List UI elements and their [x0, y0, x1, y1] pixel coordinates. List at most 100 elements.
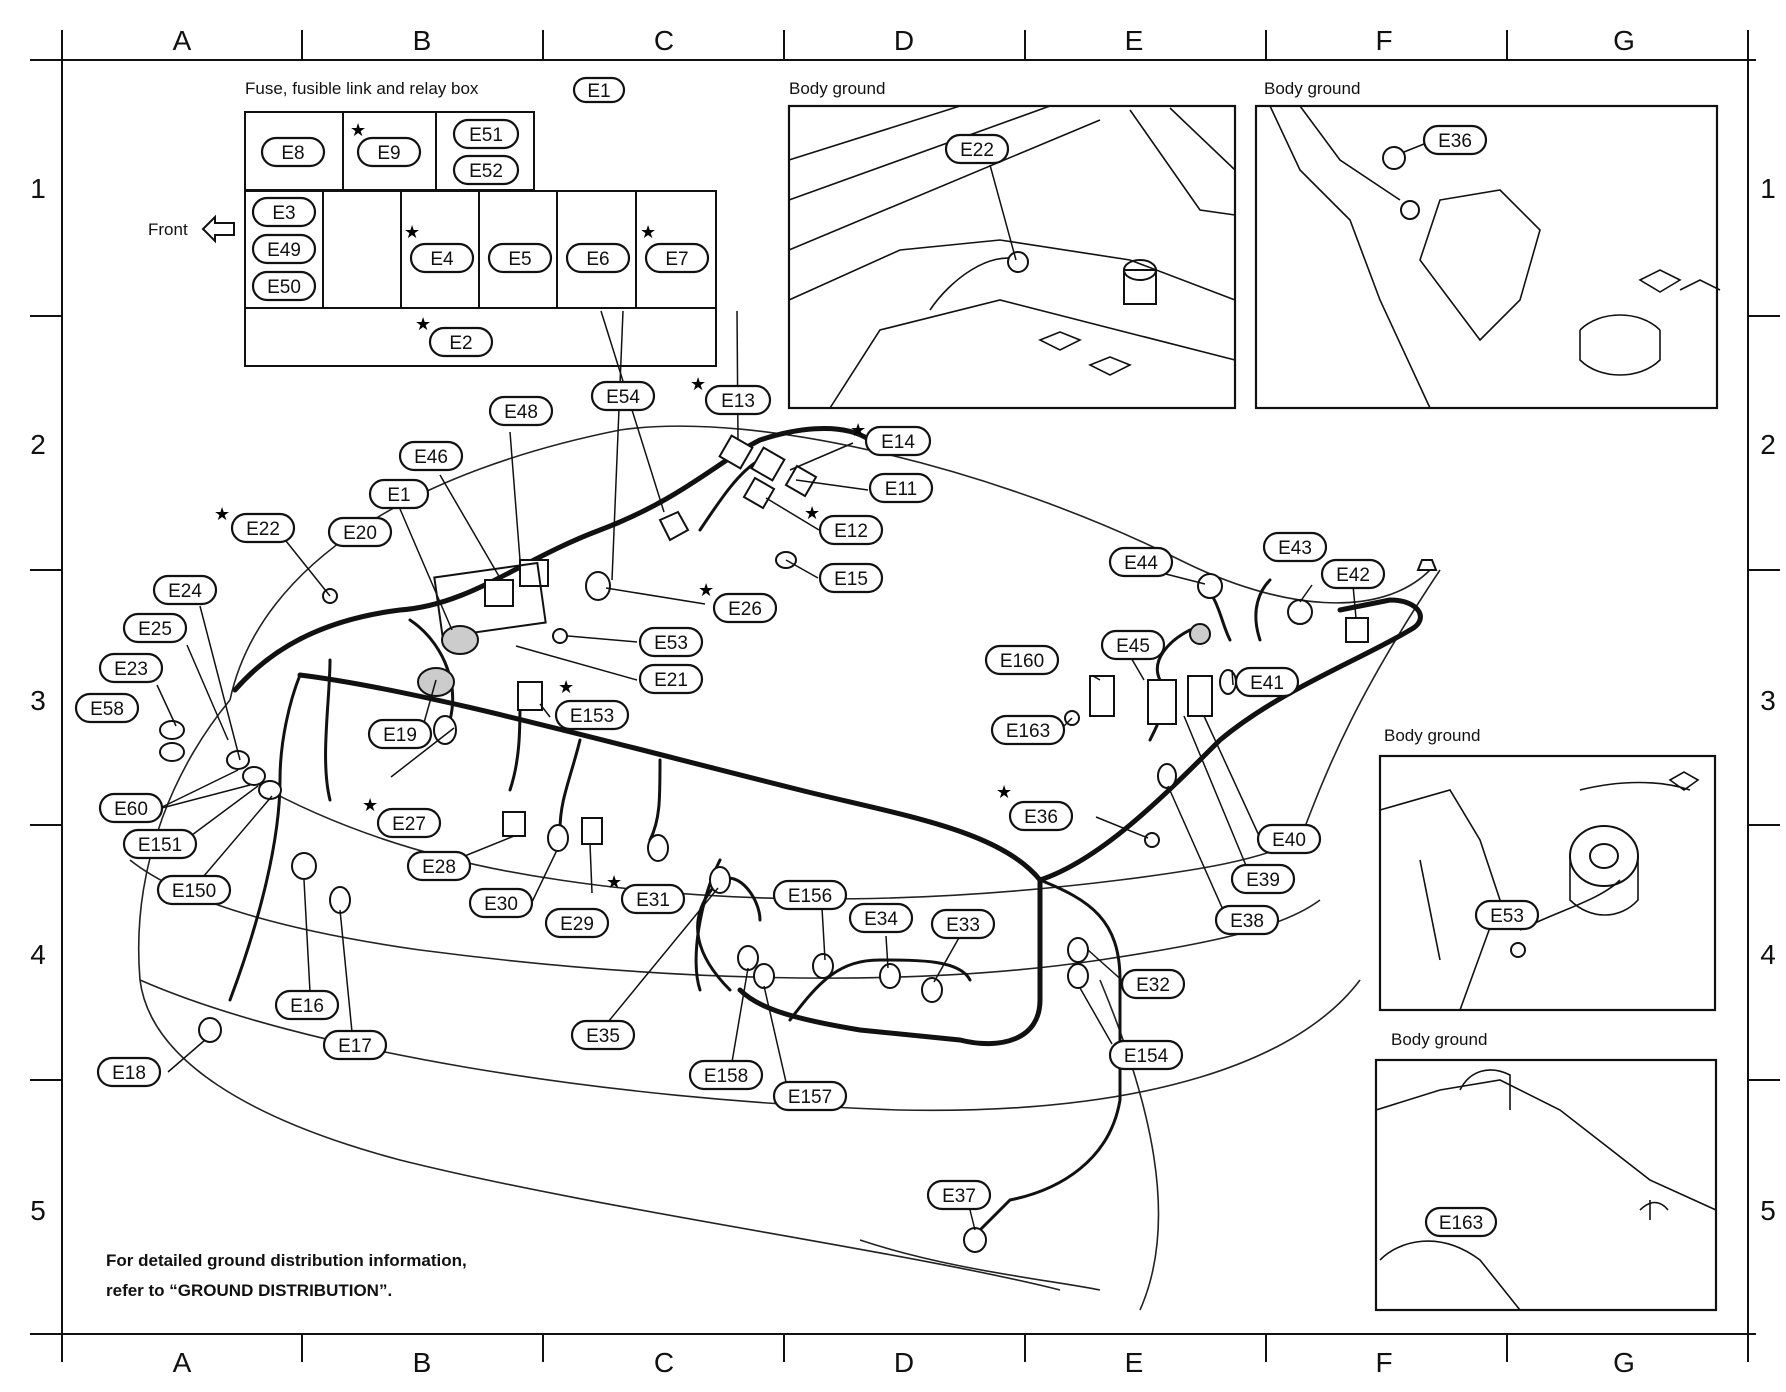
col-footer-g: G — [1613, 1347, 1635, 1378]
svg-text:E153: E153 — [570, 706, 614, 727]
svg-text:E58: E58 — [90, 699, 124, 720]
svg-text:E13: E13 — [721, 391, 755, 412]
svg-text:★: ★ — [996, 782, 1012, 802]
col-header-f: F — [1375, 25, 1392, 56]
svg-text:★: ★ — [415, 314, 431, 334]
svg-text:E24: E24 — [168, 581, 202, 602]
svg-text:E34: E34 — [864, 909, 898, 930]
photo-label-f1-pill — [1422, 124, 1488, 156]
connector-e153: ★ E153 — [554, 677, 630, 731]
svg-text:E37: E37 — [942, 1186, 976, 1207]
connector-e33: E33 — [930, 908, 996, 940]
photo-label-g4: E163 — [1439, 1213, 1483, 1234]
svg-text:E26: E26 — [728, 599, 762, 620]
connector-e26: ★ E26 — [698, 580, 778, 624]
connector-e1: E1 — [368, 478, 430, 510]
photo-label-g3-pill — [1474, 899, 1540, 931]
svg-text:★: ★ — [804, 503, 820, 523]
svg-text:★: ★ — [404, 222, 420, 242]
svg-text:E15: E15 — [834, 569, 868, 590]
svg-text:E158: E158 — [704, 1066, 748, 1087]
svg-text:E150: E150 — [172, 881, 216, 902]
svg-text:E160: E160 — [1000, 651, 1044, 672]
svg-text:E32: E32 — [1136, 975, 1170, 996]
row-footer-4: 4 — [1760, 939, 1776, 970]
connector-e23: E23 — [98, 652, 164, 684]
connector-e150: E150 — [156, 874, 232, 906]
connector-e29: E29 — [544, 907, 610, 939]
svg-text:★: ★ — [640, 222, 656, 242]
svg-text:E18: E18 — [112, 1063, 146, 1084]
row-header-2: 2 — [30, 429, 46, 460]
svg-text:E22: E22 — [246, 519, 280, 540]
svg-text:E40: E40 — [1272, 830, 1306, 851]
note-line-1: For detailed ground distribution informa… — [106, 1251, 467, 1270]
svg-text:E151: E151 — [138, 835, 182, 856]
svg-text:E35: E35 — [586, 1026, 620, 1047]
photo-inset-f1: Body ground E36 — [1254, 79, 1721, 410]
svg-text:E2: E2 — [449, 333, 472, 354]
connector-e11: E11 — [868, 472, 934, 504]
svg-text:E48: E48 — [504, 402, 538, 423]
svg-text:E60: E60 — [114, 799, 148, 820]
svg-text:E54: E54 — [606, 387, 640, 408]
svg-text:E23: E23 — [114, 659, 148, 680]
row-headers-right: 1 2 3 4 5 — [1760, 173, 1776, 1226]
connector-e40: E40 — [1256, 823, 1322, 855]
svg-text:★: ★ — [558, 677, 574, 697]
connector-e15: E15 — [818, 562, 884, 594]
connector-e13: ★ E13 — [690, 374, 772, 416]
fuse-cell-e7: ★ E7 — [640, 222, 710, 274]
connector-e43: E43 — [1262, 531, 1328, 563]
svg-text:E12: E12 — [834, 521, 868, 542]
svg-text:★: ★ — [698, 580, 714, 600]
row-header-3: 3 — [30, 685, 46, 716]
connector-e37: E37 — [926, 1179, 992, 1211]
row-header-4: 4 — [30, 939, 46, 970]
fuse-cell-e8: E8 — [260, 136, 326, 168]
fuse-cell-e4: ★ E4 — [404, 222, 475, 274]
svg-text:E25: E25 — [138, 619, 172, 640]
col-footer-c: C — [654, 1347, 674, 1378]
col-footer-a: A — [173, 1347, 192, 1378]
row-footer-3: 3 — [1760, 685, 1776, 716]
connector-glyphs — [159, 434, 1438, 1253]
connector-e53: E53 — [638, 626, 704, 658]
svg-text:E50: E50 — [267, 277, 301, 298]
col-footer-f: F — [1375, 1347, 1392, 1378]
connector-e32: E32 — [1120, 968, 1186, 1000]
connector-e34: E34 — [848, 902, 914, 934]
row-footer-2: 2 — [1760, 429, 1776, 460]
photo-caption-d1: Body ground — [789, 79, 885, 98]
photo-caption-f1: Body ground — [1264, 79, 1360, 98]
col-header-c: C — [654, 25, 674, 56]
col-header-a: A — [173, 25, 192, 56]
col-footer-e: E — [1125, 1347, 1144, 1378]
grid-frame — [30, 30, 1780, 1362]
column-headers-top: A B C D E F G — [173, 25, 1635, 56]
svg-text:E8: E8 — [281, 143, 304, 164]
svg-text:E28: E28 — [422, 857, 456, 878]
connector-e35: E35 — [570, 1019, 636, 1051]
svg-text:E16: E16 — [290, 996, 324, 1017]
fuse-cell-e3: E3 — [251, 196, 317, 228]
svg-text:E156: E156 — [788, 886, 832, 907]
leader-lines — [156, 310, 1357, 1231]
svg-text:E45: E45 — [1116, 636, 1150, 657]
svg-text:★: ★ — [690, 374, 706, 394]
svg-text:E19: E19 — [383, 725, 417, 746]
connector-e21: E21 — [638, 663, 704, 695]
photo-inset-g4: Body ground E163 — [1374, 1030, 1718, 1312]
connector-e157: E157 — [772, 1080, 848, 1112]
svg-text:E53: E53 — [654, 633, 688, 654]
fuse-cell-e2: ★ E2 — [415, 314, 494, 358]
connector-e12: ★ E12 — [804, 503, 884, 546]
svg-text:E30: E30 — [484, 894, 518, 915]
svg-text:E39: E39 — [1246, 870, 1280, 891]
svg-text:E49: E49 — [267, 240, 301, 261]
column-headers-bottom: A B C D E F G — [173, 1347, 1635, 1378]
photo-inset-d1: Body ground E22 — [787, 79, 1237, 410]
svg-text:★: ★ — [362, 795, 378, 815]
svg-text:E9: E9 — [377, 143, 400, 164]
row-headers-left: 1 2 3 4 5 — [30, 173, 46, 1226]
